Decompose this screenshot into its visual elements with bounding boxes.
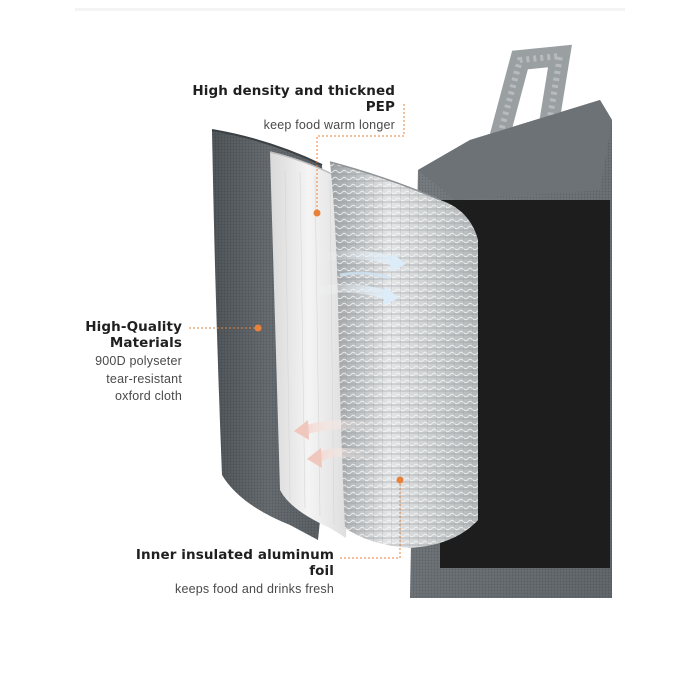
materials-heading-line2: Materials xyxy=(109,334,182,351)
materials-subtext-line3: oxford cloth xyxy=(114,389,182,404)
callout-materials: High-Quality Materials 900D polyseter te… xyxy=(40,319,182,406)
foil-callout-dot xyxy=(396,476,404,484)
warm-air-arrows xyxy=(294,419,380,468)
foil-heading: Inner insulated aluminum foil xyxy=(135,547,334,579)
callout-leader-lines xyxy=(189,104,405,559)
foil-subtext: keeps food and drinks fresh xyxy=(175,582,334,597)
materials-heading-line1: High-Quality xyxy=(85,319,182,335)
cold-air-arrows xyxy=(311,250,406,306)
pep-callout-dot xyxy=(313,209,321,217)
pep-heading: High density and thickned PEP xyxy=(192,83,395,115)
callout-pep: High density and thickned PEP keep food … xyxy=(170,83,395,133)
pep-foam-layer xyxy=(269,151,347,538)
aluminum-foil-layer xyxy=(329,161,478,548)
pep-subtext: keep food warm longer xyxy=(263,118,395,133)
materials-callout-dot xyxy=(254,324,262,332)
top-shadow-band xyxy=(75,8,625,11)
callout-markers xyxy=(254,209,404,484)
materials-subtext-line1: 900D polyseter xyxy=(95,354,182,369)
callout-foil: Inner insulated aluminum foil keeps food… xyxy=(112,547,334,597)
materials-subtext-line2: tear-resistant xyxy=(106,371,182,386)
